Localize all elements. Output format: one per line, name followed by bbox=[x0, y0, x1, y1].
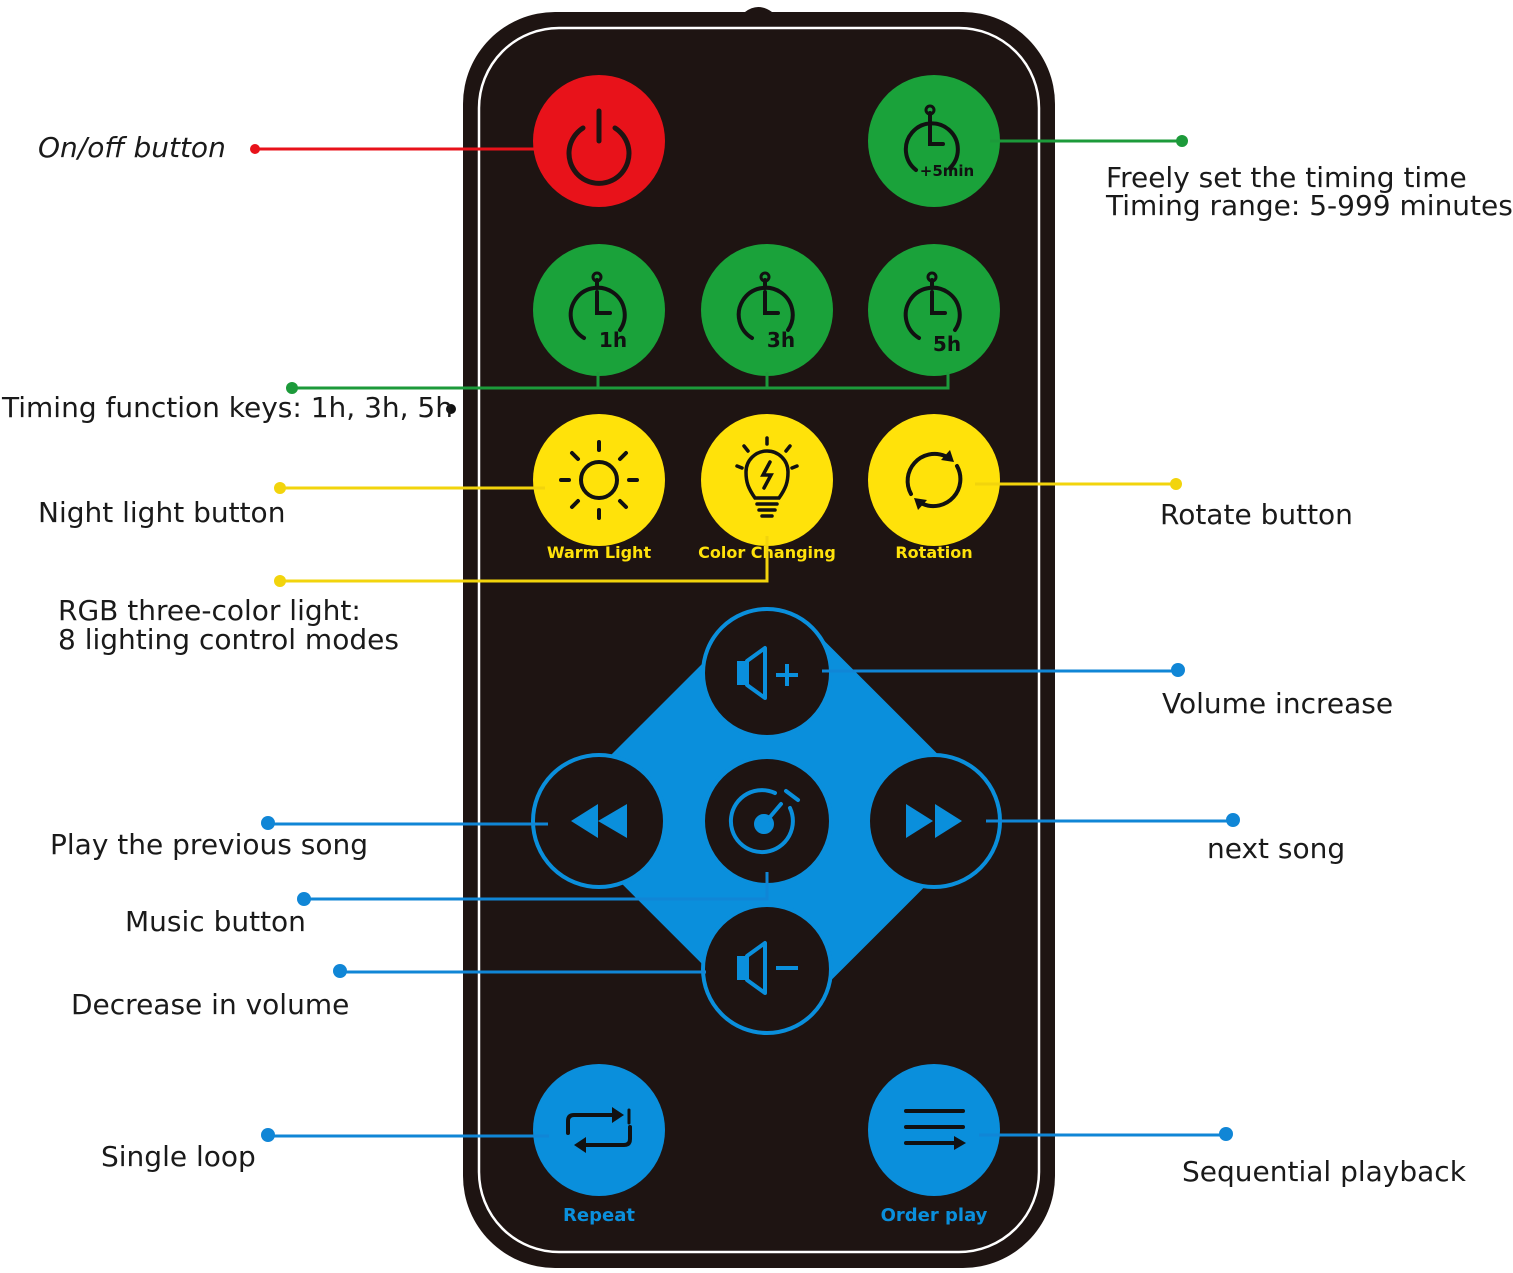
order-play-label: Order play bbox=[881, 1205, 988, 1226]
callout-music-button: Music button bbox=[125, 905, 306, 938]
fast-forward-icon bbox=[906, 804, 962, 838]
callout-next-song: next song bbox=[1207, 832, 1346, 865]
callout-volume-decrease: Decrease in volume bbox=[71, 988, 350, 1021]
leader-music bbox=[304, 872, 769, 901]
timer-plus5-label: +5min bbox=[920, 162, 974, 180]
rotation-button[interactable] bbox=[868, 414, 1000, 546]
callout-volume-increase: Volume increase bbox=[1162, 687, 1394, 720]
list-order-icon bbox=[904, 1109, 965, 1145]
previous-button[interactable] bbox=[571, 804, 627, 838]
timer-plus5-button[interactable]: +5min bbox=[868, 75, 1000, 207]
callout-lines bbox=[256, 139, 1233, 1138]
rotate-arrows-icon bbox=[905, 451, 963, 509]
repeat-button[interactable] bbox=[533, 1064, 665, 1196]
callout-timing-keys: Timing function keys: 1h, 3h, 5h bbox=[2, 391, 453, 424]
warm-light-button[interactable] bbox=[533, 414, 665, 546]
volume-up-button[interactable] bbox=[737, 646, 798, 700]
leader-rgb bbox=[280, 536, 769, 583]
warm-light-label: Warm Light bbox=[547, 543, 652, 562]
callout-dots bbox=[250, 135, 1240, 1142]
repeat-one-icon bbox=[566, 1108, 632, 1147]
music-button[interactable] bbox=[728, 788, 800, 855]
music-disc-icon bbox=[728, 788, 800, 855]
callout-sequential: Sequential playback bbox=[1182, 1155, 1466, 1188]
rotation-label: Rotation bbox=[895, 543, 972, 562]
callout-single-loop: Single loop bbox=[101, 1140, 256, 1173]
lightbulb-icon bbox=[735, 436, 799, 518]
rewind-icon bbox=[571, 804, 627, 838]
callout-timing-free-line2: Timing range: 5-999 minutes bbox=[1106, 189, 1513, 222]
volume-down-button[interactable] bbox=[737, 941, 798, 995]
next-button[interactable] bbox=[906, 804, 962, 838]
callout-timing-free-line1: Freely set the timing time bbox=[1106, 161, 1467, 194]
speaker-plus-icon bbox=[737, 646, 798, 700]
power-button[interactable] bbox=[533, 75, 665, 207]
sun-icon bbox=[559, 440, 639, 520]
callout-rgb-line2: 8 lighting control modes bbox=[58, 623, 399, 656]
power-icon bbox=[566, 108, 632, 186]
callout-rotate: Rotate button bbox=[1160, 498, 1353, 531]
timer-1h-button[interactable]: 1h bbox=[533, 244, 665, 376]
callout-previous-song: Play the previous song bbox=[50, 828, 368, 861]
callout-on-off: On/off button bbox=[38, 131, 226, 164]
timer-3h-button[interactable]: 3h bbox=[701, 244, 833, 376]
callout-night-light: Night light button bbox=[38, 496, 286, 529]
timer-3h-label: 3h bbox=[767, 328, 795, 352]
timer-1h-label: 1h bbox=[599, 328, 627, 352]
timer-5h-label: 5h bbox=[933, 332, 961, 356]
timer-5h-button[interactable]: 5h bbox=[868, 244, 1000, 376]
color-changing-button[interactable] bbox=[701, 414, 833, 546]
leader-timing-keys bbox=[292, 372, 950, 390]
speaker-minus-icon bbox=[737, 941, 798, 995]
order-play-button[interactable] bbox=[868, 1064, 1000, 1196]
callout-rgb-line1: RGB three-color light: bbox=[58, 594, 361, 627]
repeat-label: Repeat bbox=[563, 1205, 635, 1226]
